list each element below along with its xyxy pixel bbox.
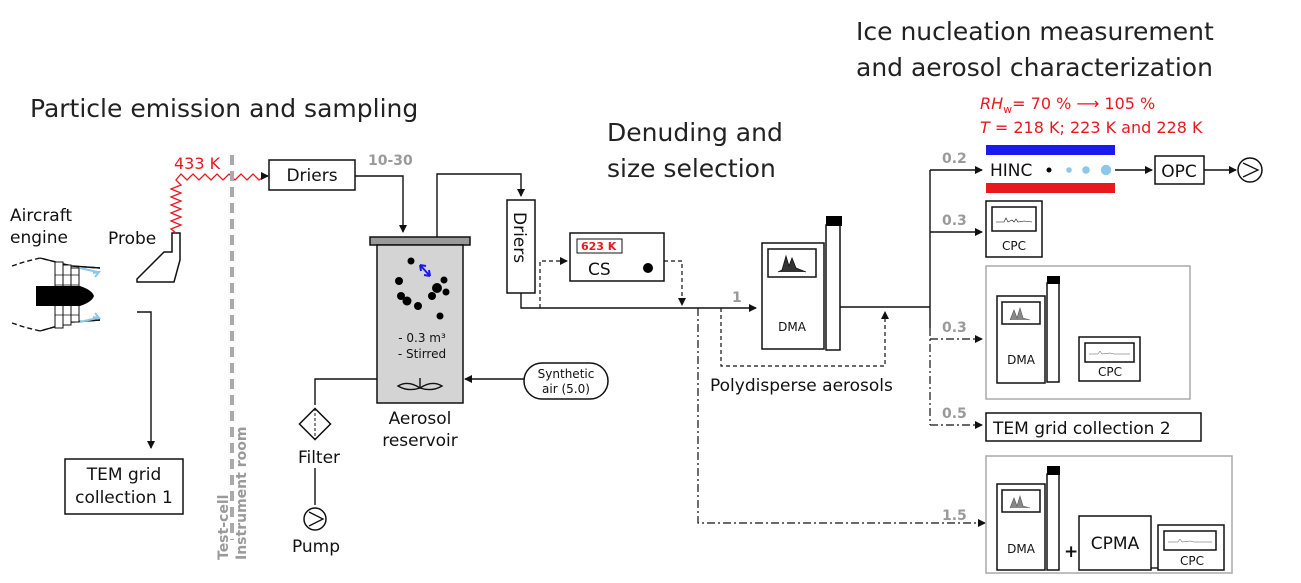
stirrer-icon — [396, 378, 444, 391]
test-cell-label: Test-cell — [216, 495, 232, 560]
tem1-label-1: TEM grid — [86, 465, 162, 485]
t-condition: T = 218 K; 223 K and 228 K — [980, 118, 1203, 137]
pump-icon — [303, 507, 327, 531]
plus-sign: + — [1064, 542, 1078, 562]
cpma-label: CPMA — [1091, 534, 1140, 554]
flow-03a: 0.3 — [942, 213, 967, 229]
synthetic-label-1: Synthetic — [538, 367, 595, 381]
synthetic-label-2: air (5.0) — [542, 382, 590, 396]
heading-ice-1: Ice nucleation measurement — [856, 17, 1214, 46]
dma-main-label: DMA — [778, 320, 807, 334]
opc-pump-icon — [1237, 157, 1263, 183]
cs-label: CS — [588, 260, 611, 280]
hinc-warm-wall — [986, 183, 1115, 193]
reservoir-label-2: reservoir — [382, 431, 458, 451]
rh-condition: RHw= 70 % ⟶ 105 % — [980, 94, 1155, 116]
aircraft-label-1: Aircraft — [10, 206, 72, 226]
cs-temp: 623 K — [581, 240, 617, 253]
hinc-cold-wall — [986, 145, 1115, 155]
tem2-label: TEM grid collection 2 — [992, 419, 1171, 439]
particles-icon — [395, 257, 450, 320]
dma-main — [761, 216, 842, 351]
hinc-label: HINC — [990, 161, 1032, 181]
mixing-arrow-icon — [419, 264, 431, 277]
heated-line — [169, 173, 266, 234]
instrument-room-label: Instrument room — [234, 427, 250, 560]
aerosol-reservoir-box — [376, 244, 464, 404]
reservoir-label-1: Aerosol — [389, 409, 452, 429]
aircraft-label-2: engine — [10, 228, 68, 248]
aircraft-engine-icon — [11, 257, 102, 332]
dma-c-label: DMA — [1007, 542, 1036, 556]
cs-indicator-icon — [643, 263, 653, 273]
tem1-label-2: collection 1 — [75, 488, 173, 508]
cpc-a-label: CPC — [1002, 239, 1026, 253]
heading-denuding-1: Denuding and — [607, 118, 783, 147]
driers-vertical-label: Driers — [509, 212, 529, 263]
flow-03b: 0.3 — [942, 320, 967, 336]
dma-b-label: DMA — [1007, 353, 1036, 367]
flow-10-30: 10-30 — [368, 153, 413, 169]
ice-crystals-icon — [1046, 164, 1112, 176]
probe-icon — [136, 232, 181, 283]
probe-label: Probe — [108, 229, 156, 249]
reservoir-lid — [369, 236, 471, 246]
filter-label: Filter — [298, 448, 340, 468]
driers-top-label: Driers — [286, 166, 337, 186]
driers-vertical-box — [506, 199, 536, 294]
flow-02: 0.2 — [942, 151, 967, 167]
opc-box — [1154, 155, 1205, 185]
polydisperse-label: Polydisperse aerosols — [710, 376, 893, 396]
heading-emission: Particle emission and sampling — [30, 94, 418, 123]
tem-grid-2-box — [985, 412, 1202, 442]
opc-label: OPC — [1161, 162, 1197, 182]
flow-15: 1.5 — [942, 508, 967, 524]
cpc-c-label: CPC — [1180, 554, 1204, 568]
synthetic-air-box — [523, 362, 609, 400]
probe-temp: 433 K — [174, 154, 221, 173]
tem-grid-1-box — [64, 458, 184, 515]
reservoir-spec-1: - 0.3 m³ — [398, 331, 446, 345]
flow-05: 0.5 — [942, 406, 967, 422]
heading-denuding-2: size selection — [607, 154, 776, 183]
cpc-b-label: CPC — [1098, 365, 1122, 379]
heading-ice-2: and aerosol characterization — [856, 53, 1213, 82]
pump-label: Pump — [292, 537, 340, 557]
driers-top-box — [268, 159, 356, 191]
reservoir-spec-2: - Stirred — [398, 347, 446, 361]
flow-1: 1 — [732, 290, 742, 306]
